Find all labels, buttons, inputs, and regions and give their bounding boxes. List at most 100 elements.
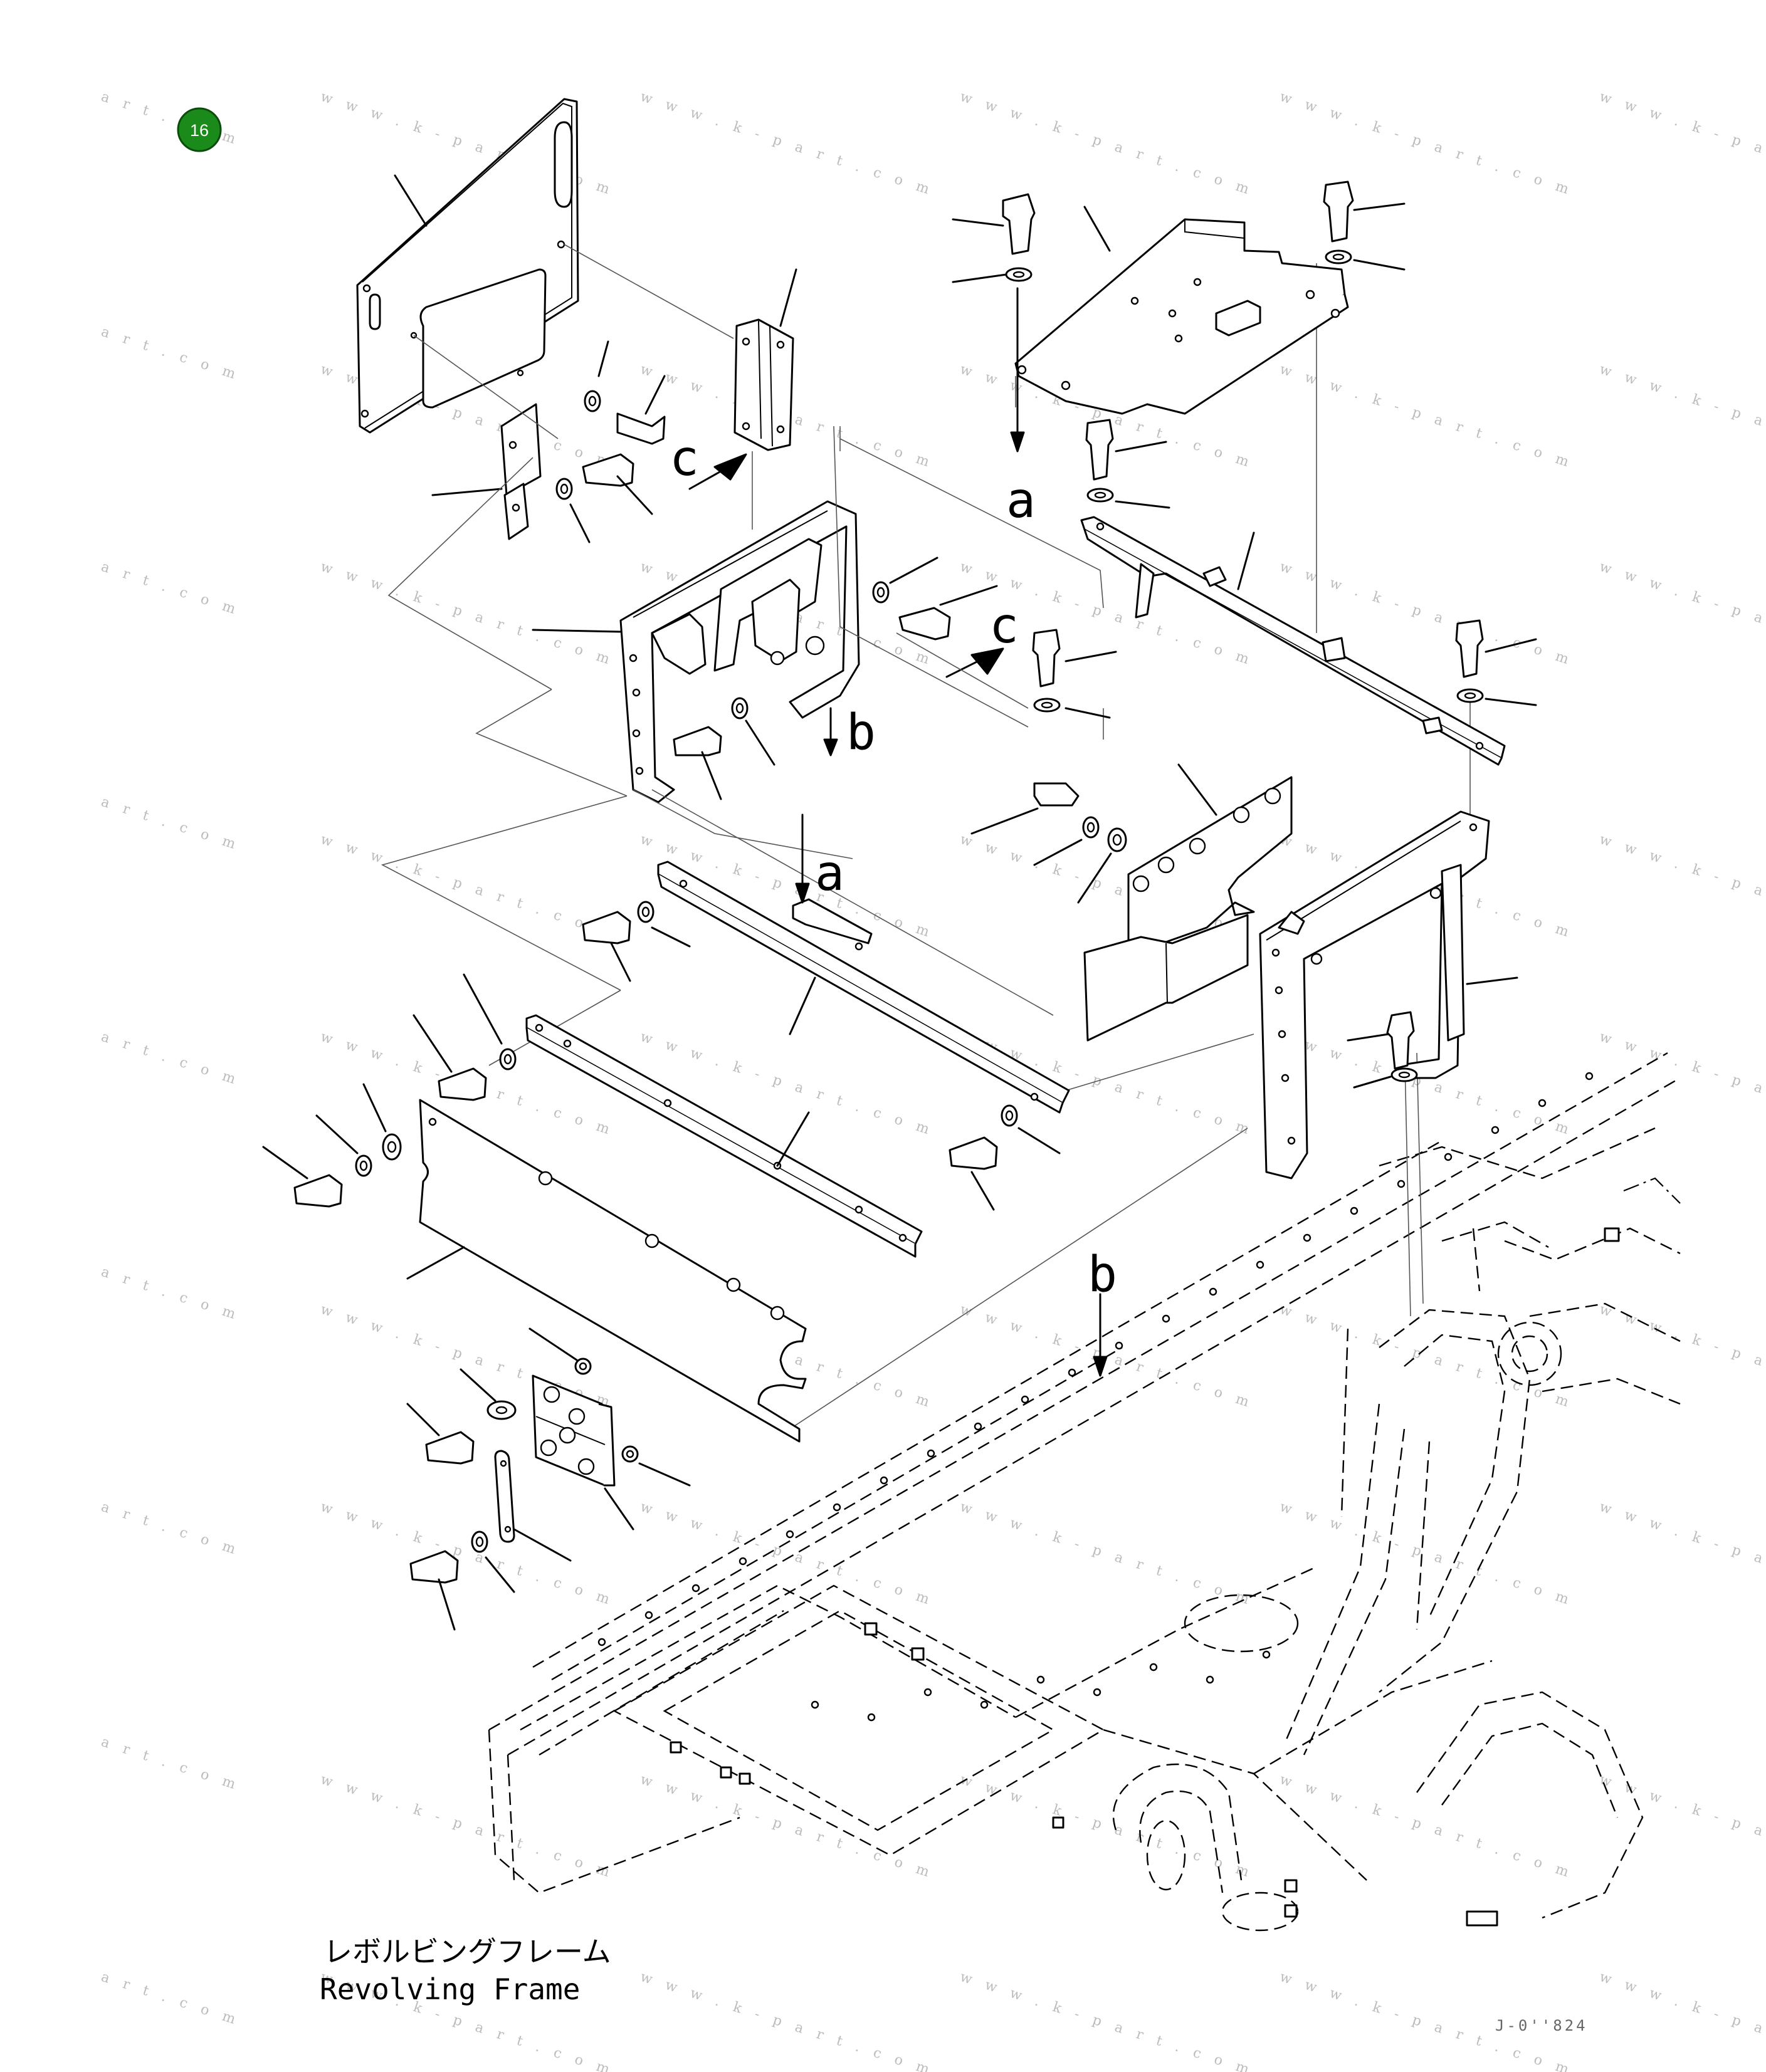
frame-bolt-hole [1149,1663,1158,1672]
watermark-edge-text: a r t . c o m [99,324,242,384]
frame-bolt-hole [1350,1206,1359,1215]
frame-bolt-hole [867,1713,876,1722]
callout-letters: c a c b a b [670,431,1117,1303]
frame-bolt-hole [1256,1260,1264,1269]
watermark-text: w w w . k - p a r t . c o m [958,1772,1256,1882]
frame-bolt-hole [644,1611,653,1619]
upper-tray-bracket [1014,206,1349,415]
frame-bolt-hole [597,1638,606,1646]
frame-bolt-hole [1262,1650,1271,1659]
frame-bolt-hole [1021,1395,1029,1404]
frame-bolt-hole [1303,1233,1311,1242]
callout-b-upper: b [846,704,876,761]
revolving-frame-outline [488,1052,1681,1932]
watermark-text: w w w . k - p a r t . c o m [1597,362,1766,472]
watermark-text: w w w . k - p a r t . c o m [1597,1772,1766,1882]
frame-bolt-hole [923,1688,932,1697]
arrow-b-lower [1093,1293,1108,1377]
watermark-text: w w w . k - p a r t . c o m [638,1772,936,1882]
watermark-text: w w w . k - p a r t . c o m [1597,1302,1766,1412]
watermark-text: w w w . k - p a r t . c o m [1597,559,1766,669]
lower-clamp-plates [406,1327,691,1631]
watermark-text: w w w . k - p a r t . c o m [318,559,616,669]
page-number-text: 16 [190,121,209,140]
watermark-text: w w w . k - p a r t . c o m [318,832,616,942]
frame-bolt-hole [738,1557,747,1566]
callout-c-right: c [989,598,1019,654]
frame-bolt-hole [1397,1180,1406,1188]
frame-bolt-hole [1093,1688,1101,1697]
watermark-text: w w w . k - p a r t . c o m [958,1969,1256,2072]
watermark-text: w w w . k - p a r t . c o m [1278,1499,1575,1609]
watermark-text: w w w . k - p a r t . c o m [958,1499,1256,1609]
bolt-group-left-middle [413,901,1061,1211]
callout-a-upper: a [1006,473,1036,529]
watermark-text: w w w . k - p a r t . c o m [1597,1969,1766,2072]
callout-b-lower: b [1088,1247,1117,1303]
frame-bolt-hole [811,1700,819,1709]
frame-bolt-hole [1491,1126,1500,1134]
watermark-edge-text: a r t . c o m [99,1264,242,1324]
watermark-edge-text: a r t . c o m [99,559,242,619]
watermark-edge-text: a r t . c o m [99,1499,242,1559]
frame-bolt-hole [1585,1072,1594,1080]
watermark-text: w w w . k - p a r t . c o m [1278,362,1575,472]
frame-bolt-hole [786,1530,794,1539]
watermark-text: w w w . k - p a r t . c o m [1278,89,1575,199]
frame-bolt-hole [974,1422,982,1431]
watermark-edge-text: a r t . c o m [99,794,242,854]
watermark-text: w w w . k - p a r t . c o m [1597,832,1766,942]
watermark-text: w w w . k - p a r t . c o m [638,89,936,199]
lower-cover-plate [406,1099,807,1443]
frame-bolt-hole [1209,1287,1217,1296]
c-frame-left [532,500,860,803]
side-plate-bracket [356,98,579,434]
frame-bolt-hole [880,1476,888,1485]
watermark-edge-text: a r t . c o m [99,1029,242,1089]
cover-guard-plate [970,763,1293,1042]
flat-bar-long [525,1014,923,1258]
frame-bolt-hole [1162,1314,1170,1323]
c-frame-right [1259,810,1518,1180]
page-number-badge: 16 [177,107,222,152]
frame-bolt-hole [980,1700,989,1709]
frame-bolt-hole [1538,1099,1547,1107]
frame-bolt-hole [1036,1675,1045,1684]
watermark-text: w w w . k - p a r t . c o m [1278,1302,1575,1412]
bolt-group-far-left [262,1083,402,1208]
watermark-edge-text: a r t . c o m [99,1969,242,2029]
watermark-edge-text: a r t . c o m [99,89,242,149]
vertical-clip-bracket [688,268,797,490]
z-bracket [431,403,542,540]
watermark-text: w w w . k - p a r t . c o m [1597,1029,1766,1139]
frame-bolt-hole [833,1503,841,1512]
watermark-text: w w w . k - p a r t . c o m [318,1772,616,1882]
watermark-edge-text: a r t . c o m [99,1734,242,1794]
caption-japanese: レボルビングフレーム [323,1935,611,1969]
caption-english: Revolving Frame [320,1972,580,2006]
callout-a-center: a [815,845,844,902]
watermark-text: w w w . k - p a r t . c o m [958,89,1256,199]
watermark-text: w w w . k - p a r t . c o m [318,1499,616,1609]
drawing-code: J-0''824 [1495,2017,1588,2034]
frame-bolt-hole [927,1449,935,1458]
watermark-text: w w w . k - p a r t . c o m [1597,1499,1766,1609]
angle-rail-upper [1080,516,1506,766]
bolt-group-upper-right [952,181,1406,509]
frame-bolt-hole [1115,1341,1123,1350]
frame-bolt-hole [1444,1153,1453,1161]
bolt-group-center-right [1032,619,1537,719]
watermark-text: w w w . k - p a r t . c o m [1597,89,1766,199]
watermark-text: w w w . k - p a r t . c o m [638,1969,936,2072]
watermark-text: w w w . k - p a r t . c o m [638,1499,936,1609]
bolt-group-upper-left [555,340,666,543]
frame-bolt-hole [1206,1675,1214,1684]
watermark-text: w w w . k - p a r t . c o m [958,1029,1256,1139]
bolt-group-c-frame [673,557,1004,800]
watermark-text: w w w . k - p a r t . c o m [1278,1029,1575,1139]
frame-caption: レボルビングフレーム Revolving Frame [320,1935,611,2006]
callout-c-upper: c [670,431,699,487]
watermark-text: w w w . k - p a r t . c o m [1278,1772,1575,1882]
